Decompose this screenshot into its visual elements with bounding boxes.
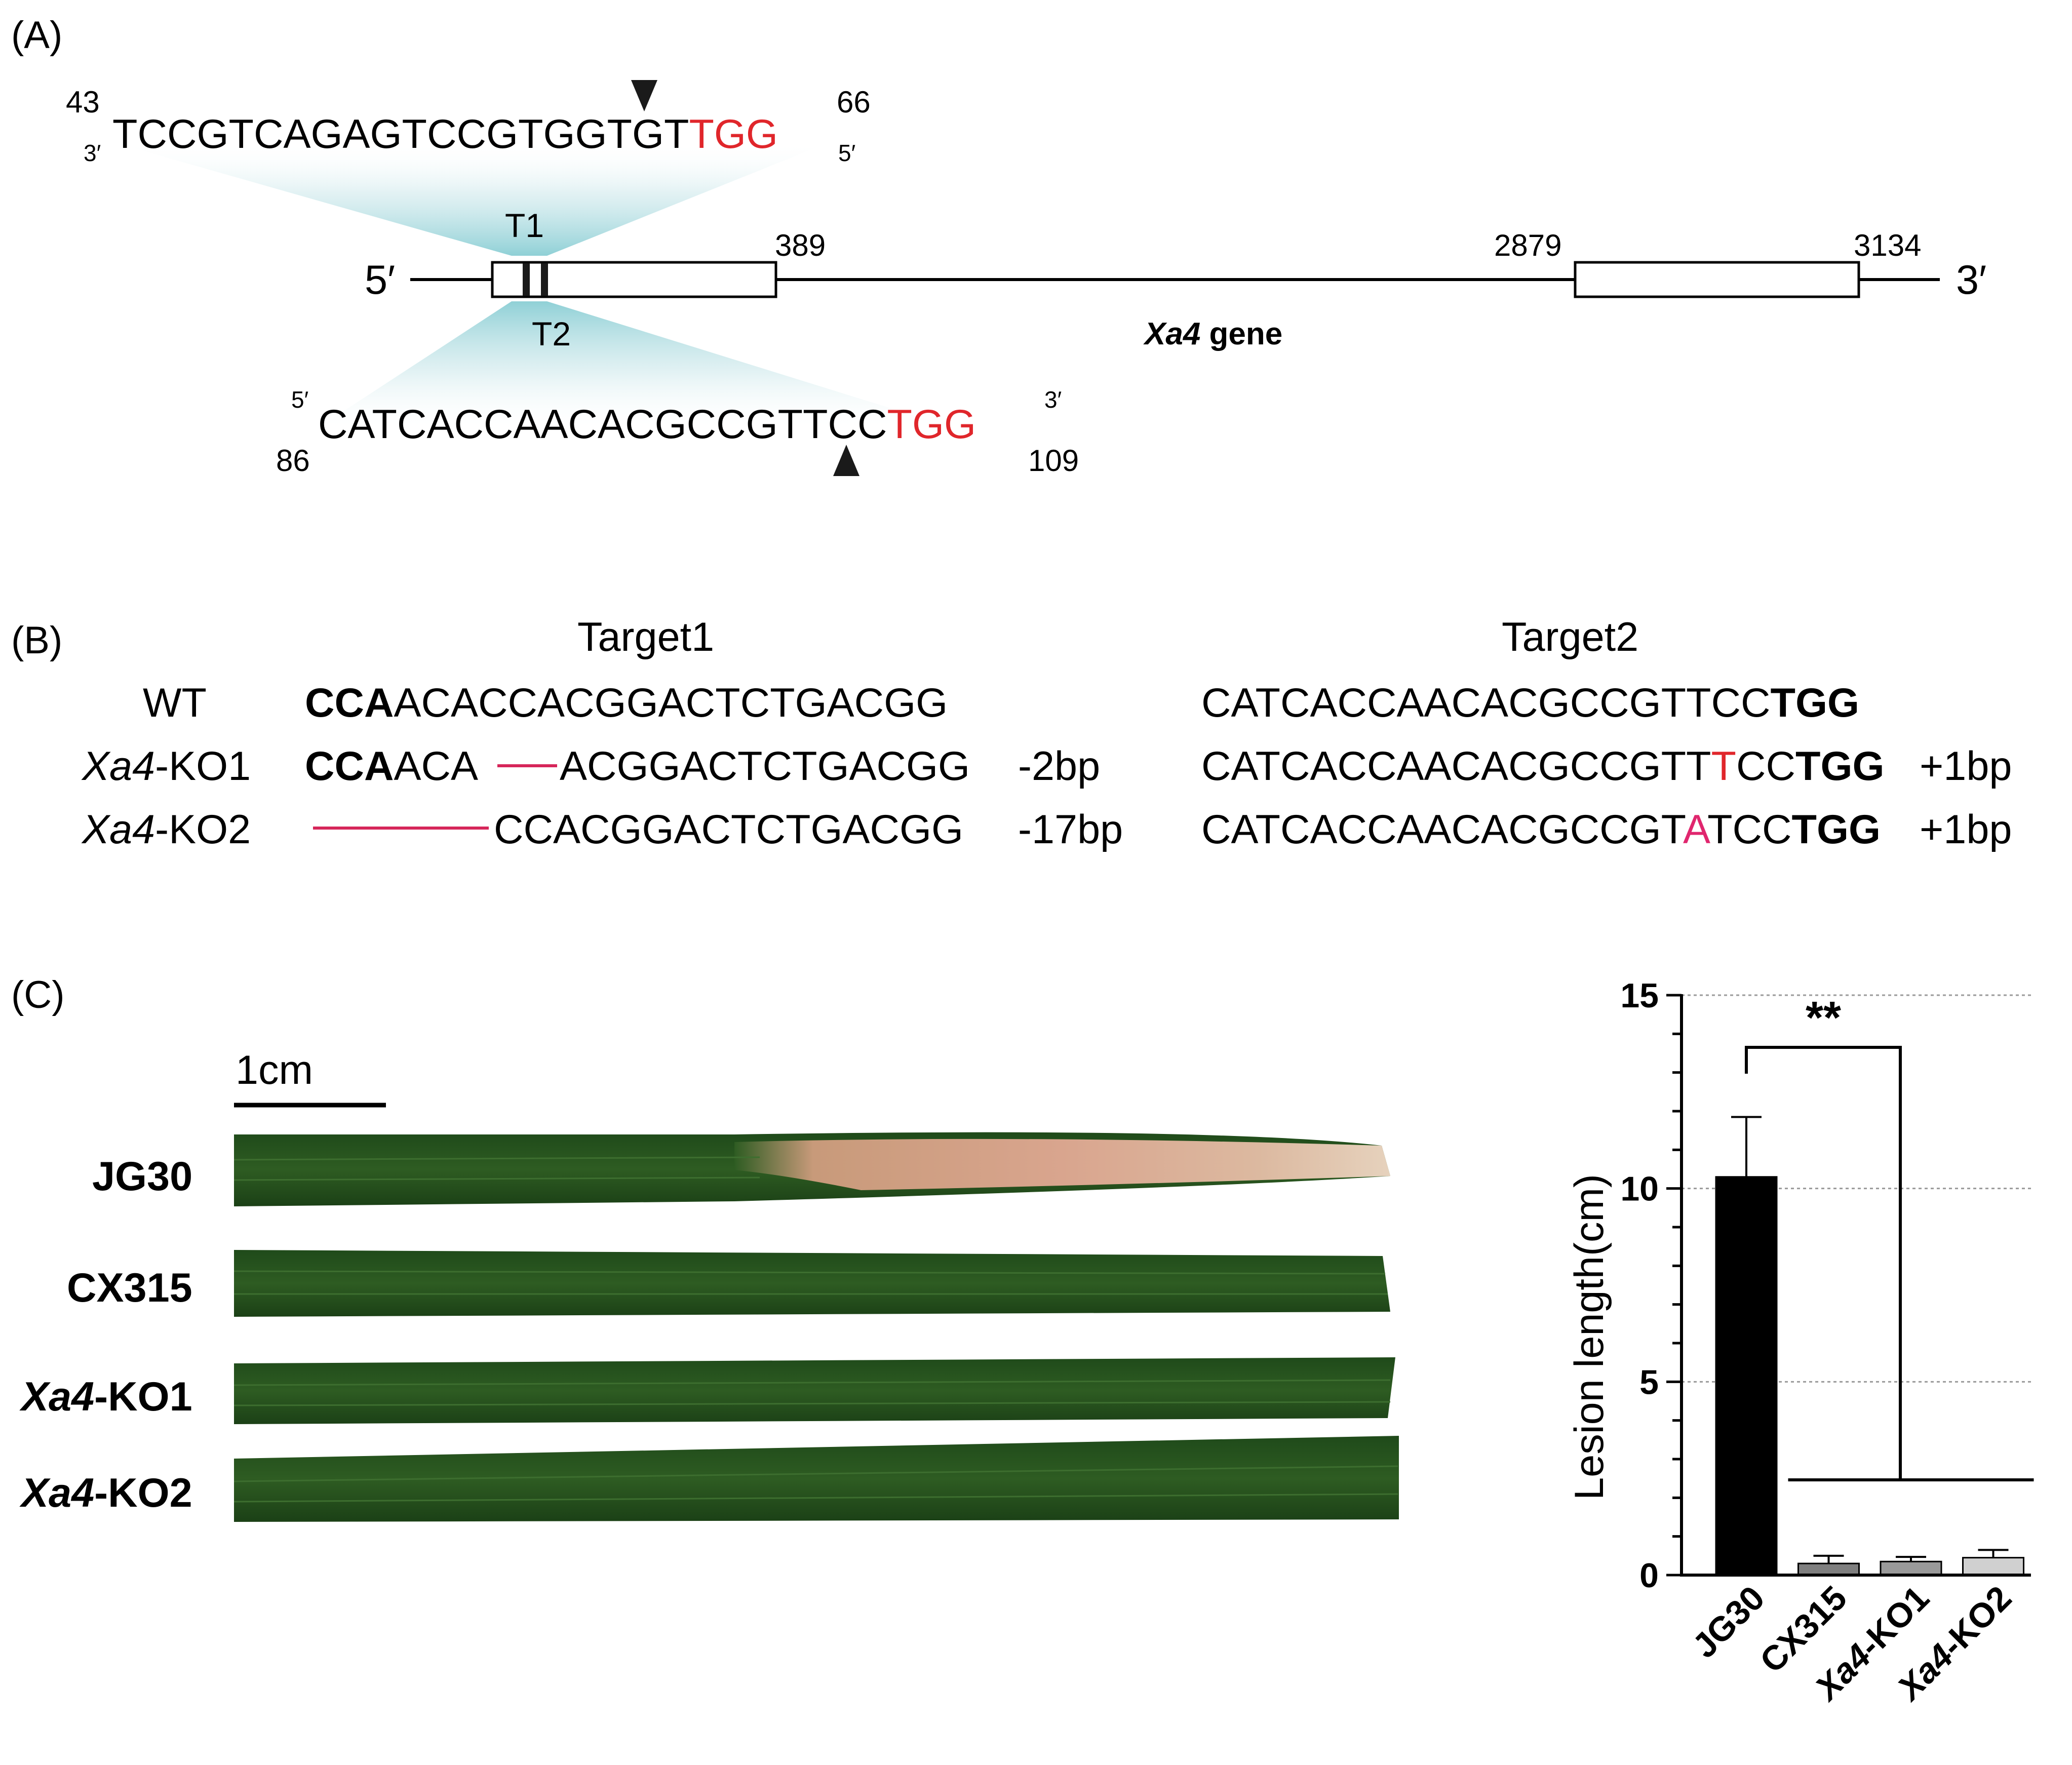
gene-three-prime: 3′ [1956,257,1986,303]
panel-c-label: (C) [11,973,65,1016]
row-ko1-target2: CATCACCAACACGCCGTTTCCTGG [1201,743,1885,789]
scale-bar-label: 1cm [236,1047,313,1093]
y-axis-label: Lesion length(cm) [1567,1174,1612,1500]
t1-label: T1 [505,207,544,244]
insertion: A [1683,807,1710,852]
t2-cut-site-arrow [833,445,859,476]
bar-Xa4-KO1 [1880,1560,1942,1576]
row-ko1-target1-change: -2bp [1018,743,1100,789]
leaf-label-ko2: Xa4-KO2 [19,1470,192,1516]
row-ko2-name: Xa4-KO2 [81,807,251,852]
gene-name: Xa4 gene [1143,317,1282,351]
t1-cut-site-arrow [631,80,657,111]
t1-sequence: TCCGTCAGAGTCCGTGGTGTTGG [112,111,778,157]
leaf-label-ko1: Xa4-KO1 [19,1374,192,1420]
pam: TGG [1771,680,1860,726]
exon2-start-position: 2879 [1494,228,1561,262]
t1-target-mark [523,263,530,296]
t2-label: T2 [532,315,571,352]
row-ko1-target1-left: CCAACA [305,743,478,789]
t2-left-end: 5′ [291,386,308,413]
exon1-end-position: 389 [775,228,826,262]
t1-pam: TGG [689,111,778,157]
t2-end-position: 109 [1028,444,1079,478]
panel-b-label: (B) [11,619,62,662]
t1-zoom-cone [111,142,831,256]
panel-c: (C) 1cm JG30 CX315 Xa4-KO1 Xa4-KO2 [11,973,1399,1522]
t2-start-position: 86 [276,444,310,478]
t2-right-end: 3′ [1044,386,1062,413]
pam: TGG [1795,743,1885,789]
chart-axes [1680,994,2031,1577]
t2-sequence-main: CATCACCAACACGCCGTTCC [318,402,887,447]
row-ko2-target2: CATCACCAACACGCCGTATCCTGG [1201,807,1881,852]
row-ko2-target1: CCACGGACTCTGACGG [494,807,963,852]
t2-zoom-cone [314,301,962,430]
insertion: T [1711,743,1736,789]
y-tick-label-0: 0 [1639,1556,1659,1595]
row-ko1-target1-right: ACGGACTCTGACGG [560,743,970,789]
row-ko2-target2-change: +1bp [1920,807,2012,852]
pam-complement: CCA [305,680,394,726]
significance-bracket: ** [1745,993,2034,1481]
pam: TGG [1792,807,1881,852]
y-tick-label-5: 5 [1639,1363,1659,1401]
t1-right-end: 5′ [838,140,855,166]
panel-a: (A) 43 3′ TCCGTCAGAGTCCGTGGTGTTGG 66 5′ … [11,14,1986,478]
y-tick-label-10: 10 [1620,1170,1659,1208]
leaf-cx315 [233,1250,1390,1317]
leaf-label-cx315: CX315 [67,1265,192,1311]
gene-name-rest: gene [1200,317,1282,351]
exon2-end-position: 3134 [1854,228,1921,262]
leaf-label-jg30: JG30 [92,1154,192,1199]
bar-CX315 [1797,1562,1860,1576]
bar-JG30 [1715,1176,1778,1576]
t2-sequence: CATCACCAACACGCCGTTCCTGG [318,402,976,447]
row-ko1-target2-change: +1bp [1920,743,2012,789]
t1-left-end: 3′ [84,140,101,166]
leaf-xa4-ko2 [233,1436,1399,1522]
t2-target-mark [541,263,548,296]
exon-2 [1574,261,1860,298]
panel-b: (B) Target1 Target2 WT CCAACACCACGGACTCT… [11,614,2012,852]
chart-ticks: 0 5 10 15 [1620,976,1682,1595]
t1-end-position: 66 [837,85,871,119]
gene-five-prime: 5′ [365,257,395,303]
pam-complement: CCA [305,743,394,789]
y-tick-label-15: 15 [1620,976,1659,1015]
panel-a-label: (A) [11,14,62,57]
row-wt-target2: CATCACCAACACGCCGTTCCTGG [1201,680,1859,726]
target1-title: Target1 [577,614,714,660]
row-wt-target1: CCAACACCACGGACTCTGACGG [305,680,948,726]
t2-pam: TGG [887,402,976,447]
row-wt-name: WT [143,680,207,726]
bar-Xa4-KO2 [1962,1557,2024,1576]
row-ko1-name: Xa4-KO1 [81,743,251,789]
exon-1 [491,261,777,298]
significance-bracket-line [1745,1046,1902,1480]
leaf-xa4-ko1 [233,1357,1395,1424]
target2-title: Target2 [1502,614,1638,660]
row-ko2-target1-change: -17bp [1018,807,1123,852]
leaf-jg30 [233,1132,1390,1206]
t1-sequence-main: TCCGTCAGAGTCCGTGGTGT [112,111,689,157]
gene-name-italic: Xa4 [1143,317,1200,351]
chart-bars [1715,1116,2024,1576]
significance-stars: ** [1806,993,1841,1043]
t1-start-position: 43 [66,85,100,119]
